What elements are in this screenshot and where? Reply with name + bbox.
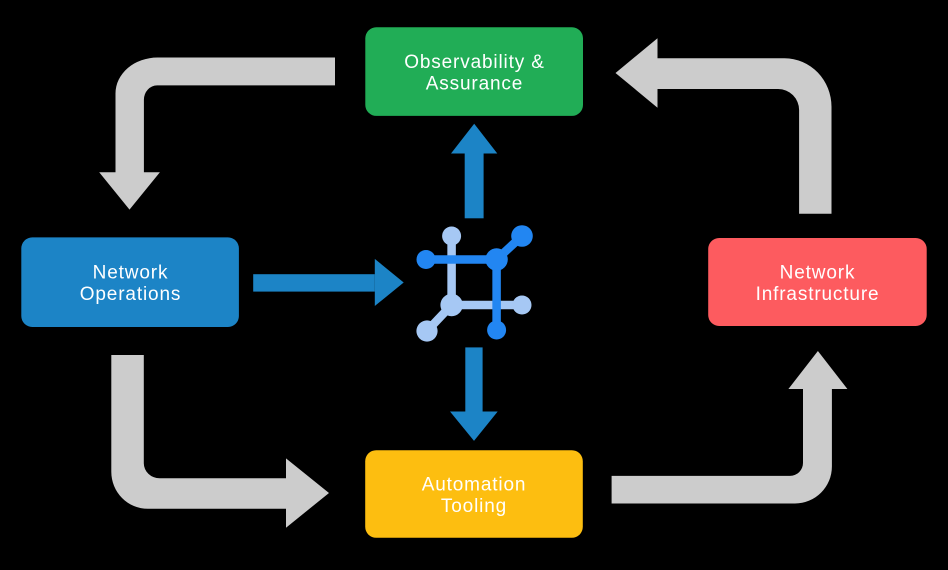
svg-text:Observability &Assurance: Observability &Assurance <box>404 52 545 95</box>
